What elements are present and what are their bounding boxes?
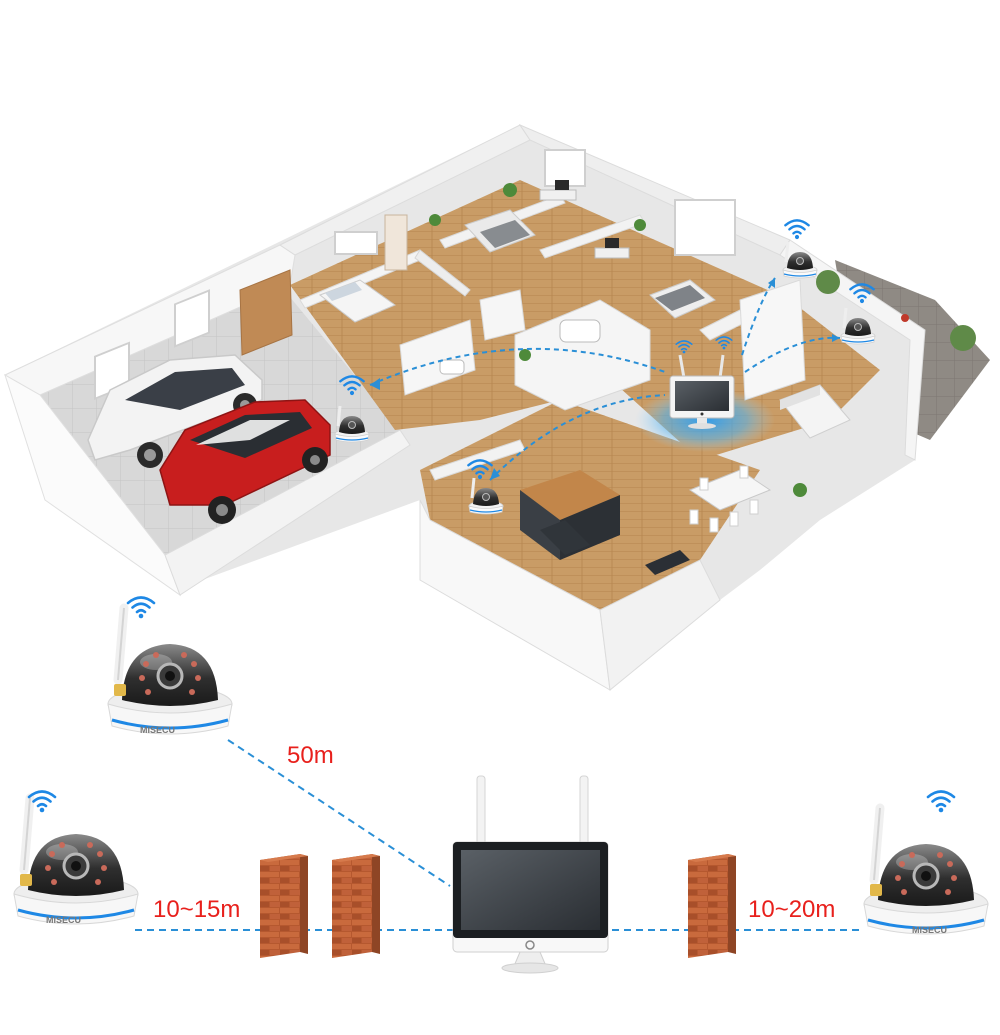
dome-camera-icon (108, 608, 232, 734)
camera-brand-label: MISECU (46, 915, 81, 925)
wifi-signal-icon (926, 790, 956, 814)
wifi-signal-icon (784, 219, 810, 241)
range-label-10-15m: 10~15m (153, 896, 241, 923)
dome-camera-icon (864, 808, 988, 934)
white-car (87, 354, 263, 468)
brick-wall-icon (332, 854, 380, 958)
range-diagram: MISECU MISECU MISECU (14, 596, 988, 974)
range-label-10-20m: 10~20m (748, 896, 836, 923)
dome-camera-icon (14, 798, 138, 924)
nvr-monitor-icon (669, 336, 735, 429)
camera-brand-label: MISECU (140, 725, 175, 735)
red-car (159, 399, 331, 524)
nvr-monitor-icon (452, 775, 609, 974)
floor-plan-illustration (3, 123, 990, 691)
brick-wall-icon (260, 854, 308, 958)
wireless-link-lines (369, 277, 841, 481)
brick-wall-icon (688, 854, 736, 958)
range-label-50m: 50m (287, 742, 334, 769)
camera-brand-label: MISECU (912, 925, 947, 935)
wifi-signal-icon (126, 596, 156, 620)
